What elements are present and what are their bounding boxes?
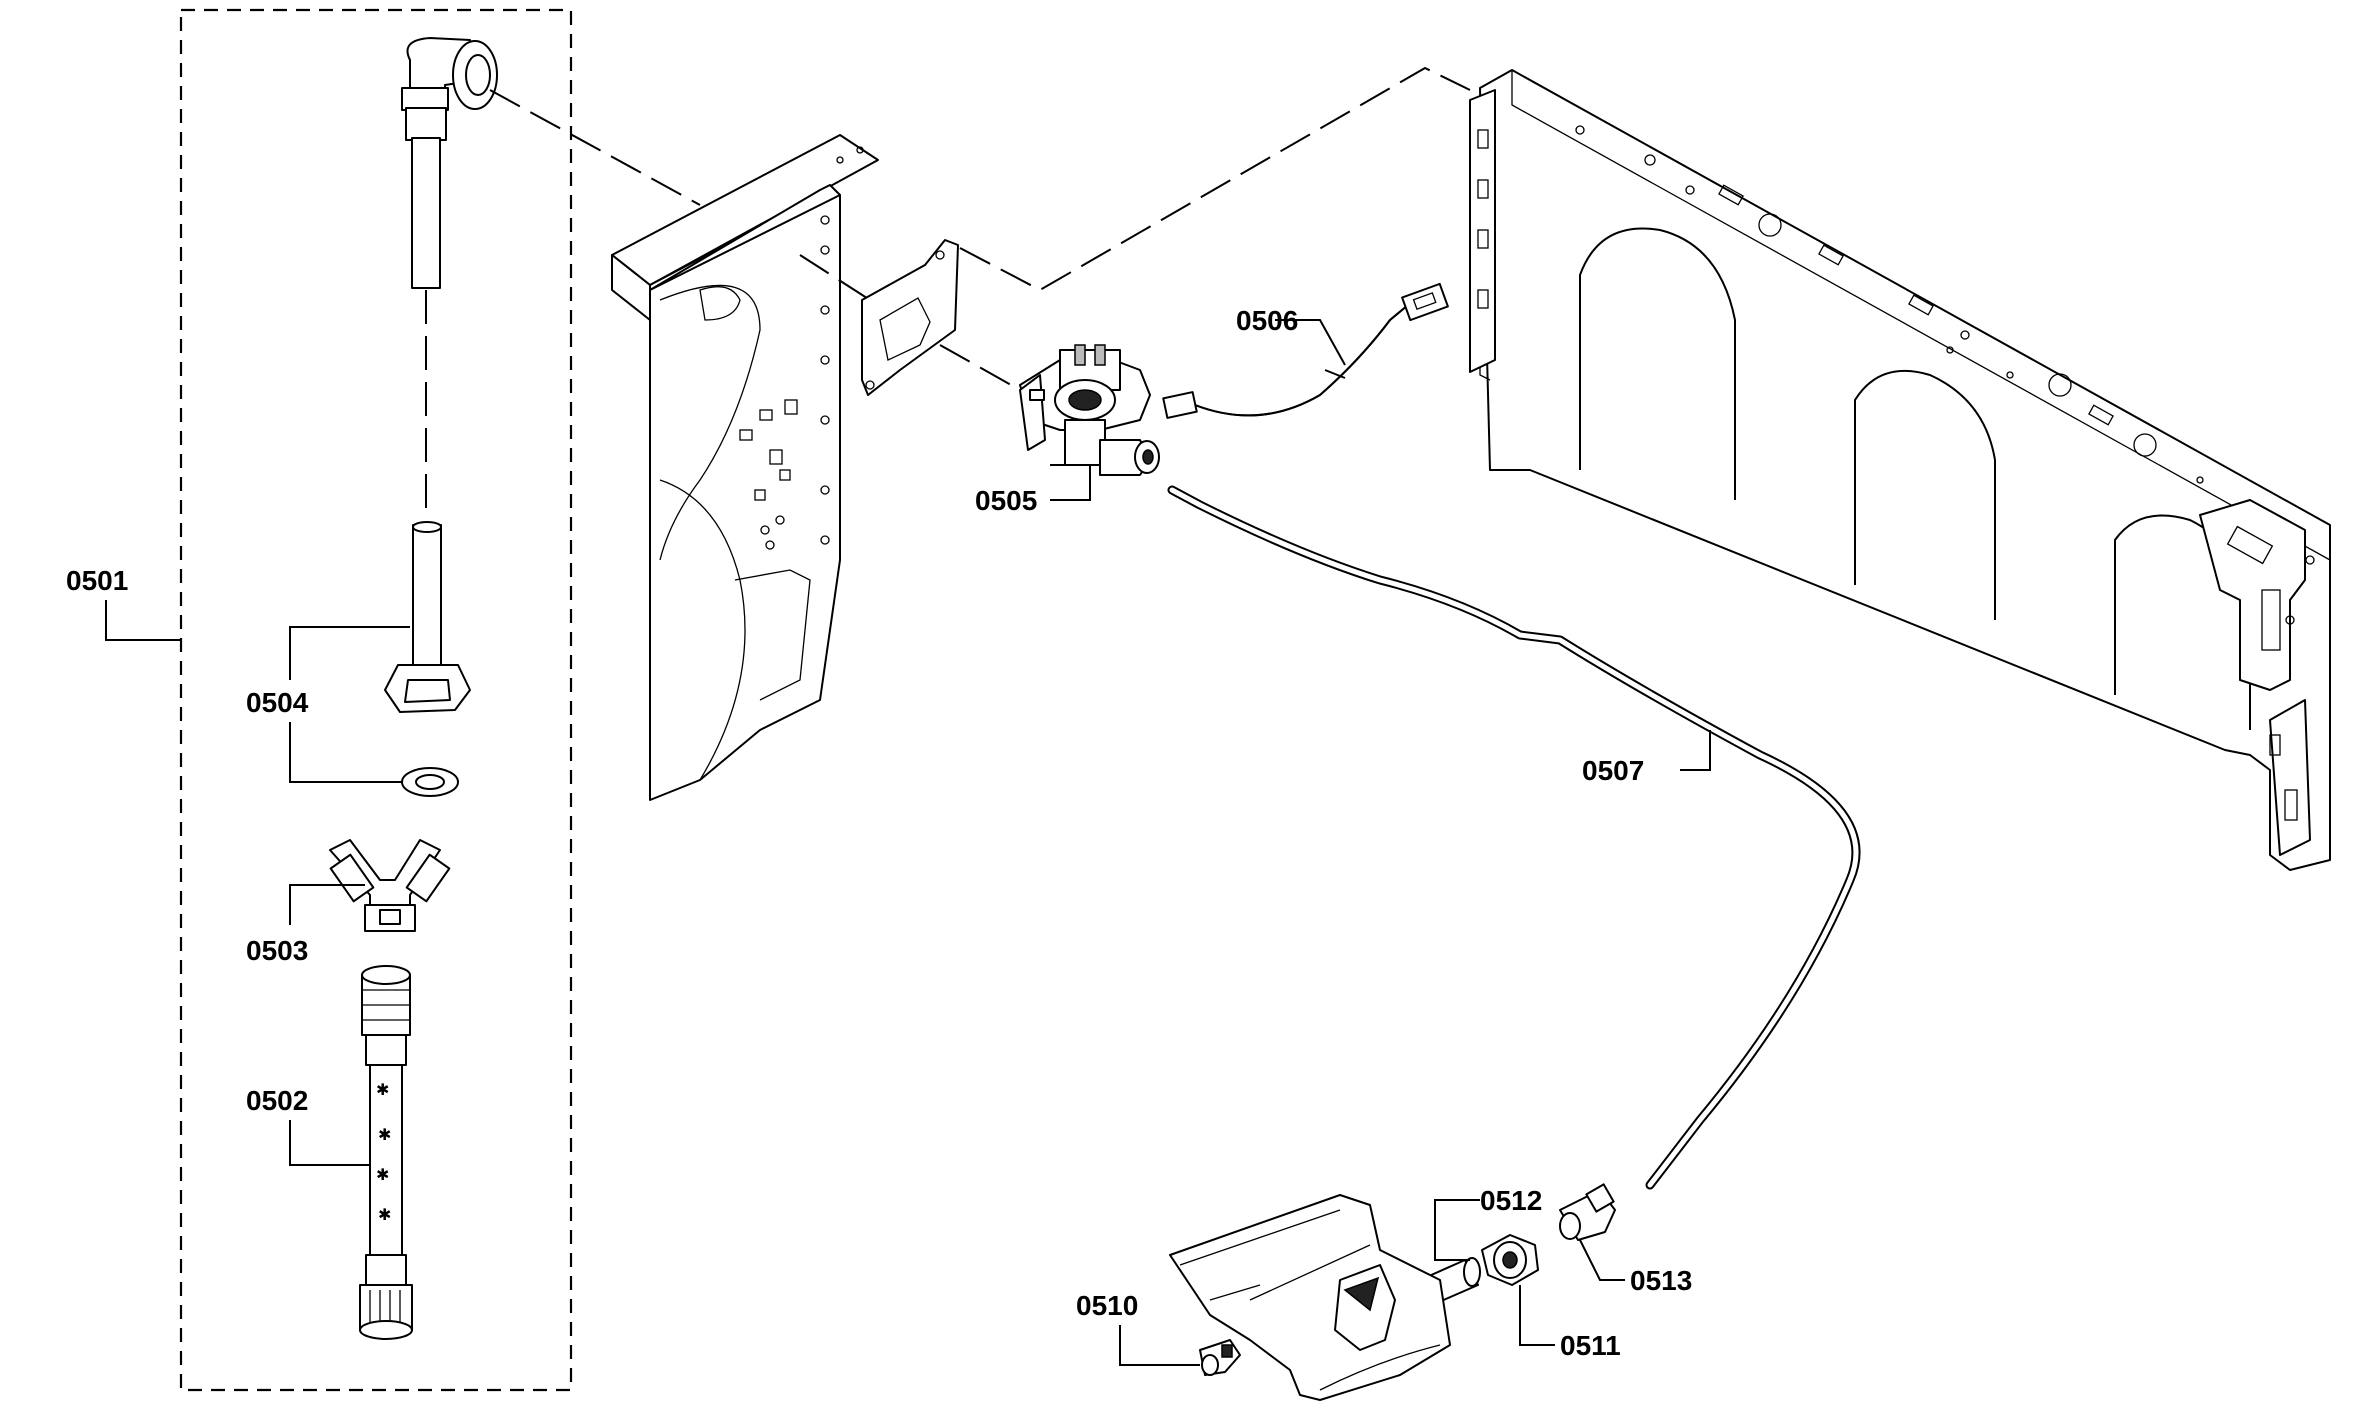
mounting-plate [861,239,959,396]
label-0503: 0503 [246,935,308,966]
label-0504: 0504 [246,687,309,718]
svg-text:✱: ✱ [378,1205,391,1224]
leader-0504-top [289,626,410,680]
label-0512: 0512 [1480,1185,1542,1216]
label-0501: 0501 [66,565,128,596]
svg-text:✱: ✱ [376,1080,389,1099]
label-0505: 0505 [975,485,1037,516]
label-0507: 0507 [1582,755,1644,786]
leader-0510 [1119,1325,1200,1366]
leader-0503 [289,884,365,925]
assembly-group-box [179,8,573,1392]
label-0502: 0502 [246,1085,308,1116]
plate-to-valve-dash [939,344,1021,391]
solenoid-valve-part-0505 [1019,344,1160,476]
elbow-fitting-part-0513 [1559,1183,1616,1241]
y-connector-part-0503 [329,839,451,932]
wire-harness-part-0506 [1162,282,1449,419]
elbow-to-bracket-dash [489,89,701,206]
inlet-hose-part-0502: ✱ ✱ ✱ ✱ [359,965,413,1340]
inlet-tube-part-0507 [1167,485,1861,1190]
label-0510: 0510 [1076,1290,1138,1321]
leader-0504-bottom [289,722,402,783]
alignment-dash-line [959,66,1471,292]
leader-0501 [105,600,181,641]
svg-text:✱: ✱ [378,1125,391,1144]
small-fitting-part-0510 [1199,1339,1241,1376]
leader-0512 [1434,1199,1480,1261]
bracket-to-plate-dash [799,254,871,301]
leader-0502 [289,1120,370,1166]
pipe-nut-part-0504 [384,521,471,713]
side-panel-bracket [611,134,879,801]
washer-part-0504 [401,767,459,797]
label-0511: 0511 [1560,1330,1621,1361]
leader-0511 [1519,1285,1555,1346]
leader-0507 [1680,730,1711,771]
nut-part-0511 [1481,1234,1539,1286]
svg-text:✱: ✱ [376,1165,389,1184]
base-frame [1469,69,2331,871]
label-0513: 0513 [1630,1265,1692,1296]
inlet-housing [1169,1194,1451,1401]
leader-0506 [1275,319,1346,366]
leader-0513 [1579,1239,1625,1281]
hose-elbow-part [401,37,498,289]
leader-0505 [1050,464,1091,501]
label-0506: 0506 [1236,305,1298,336]
